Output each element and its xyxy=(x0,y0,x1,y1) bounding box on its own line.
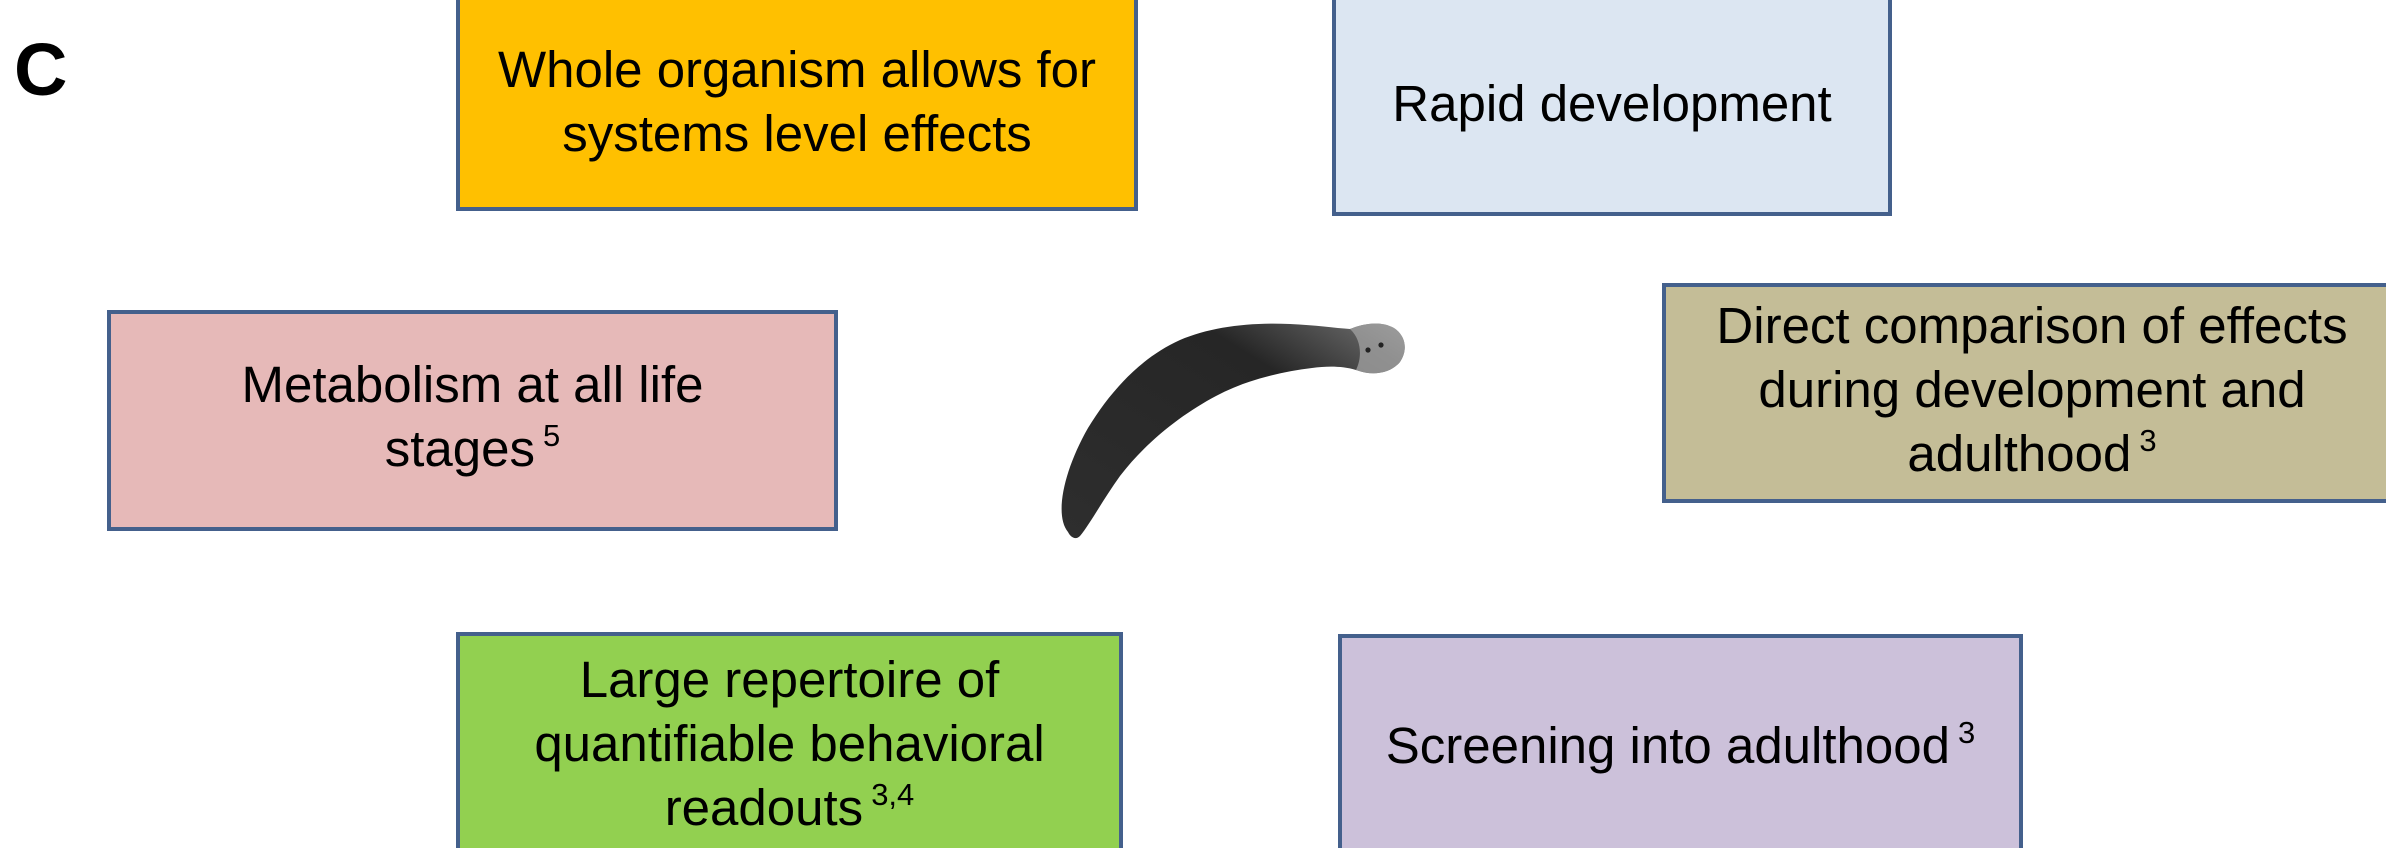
box-rapid-development-label: Rapid development xyxy=(1392,75,1831,132)
box-metabolism-text: Metabolism at all life stages5 xyxy=(213,353,733,488)
box-behavioral-readouts-label: Large repertoire of quantifiable behavio… xyxy=(534,651,1044,836)
box-rapid-development-text: Rapid development xyxy=(1392,72,1831,136)
worm-body xyxy=(1062,323,1405,538)
box-metabolism: Metabolism at all life stages5 xyxy=(107,310,838,531)
box-behavioral-readouts-citation: 3,4 xyxy=(871,777,914,812)
box-behavioral-readouts-text: Large repertoire of quantifiable behavio… xyxy=(510,648,1070,847)
box-metabolism-citation: 5 xyxy=(543,418,560,453)
box-screening-label: Screening into adulthood xyxy=(1386,717,1950,774)
box-direct-comparison-citation: 3 xyxy=(2139,423,2156,458)
box-metabolism-label: Metabolism at all life stages xyxy=(241,356,703,477)
box-rapid-development: Rapid development xyxy=(1332,0,1892,216)
box-screening: Screening into adulthood3 xyxy=(1338,634,2023,848)
box-behavioral-readouts: Large repertoire of quantifiable behavio… xyxy=(456,632,1123,848)
panel-letter: C xyxy=(14,30,67,110)
worm-eyespot-right xyxy=(1378,342,1383,347)
box-screening-text: Screening into adulthood3 xyxy=(1386,714,1976,785)
planarian-worm-icon xyxy=(1050,310,1410,550)
worm-eyespot-left xyxy=(1365,347,1370,352)
box-whole-organism-text: Whole organism allows for systems level … xyxy=(497,38,1097,166)
box-direct-comparison-label: Direct comparison of effects during deve… xyxy=(1716,297,2347,482)
box-screening-citation: 3 xyxy=(1958,715,1975,750)
box-direct-comparison: Direct comparison of effects during deve… xyxy=(1662,283,2386,503)
box-whole-organism-label: Whole organism allows for systems level … xyxy=(498,41,1096,162)
box-direct-comparison-text: Direct comparison of effects during deve… xyxy=(1692,294,2372,493)
box-whole-organism: Whole organism allows for systems level … xyxy=(456,0,1138,211)
